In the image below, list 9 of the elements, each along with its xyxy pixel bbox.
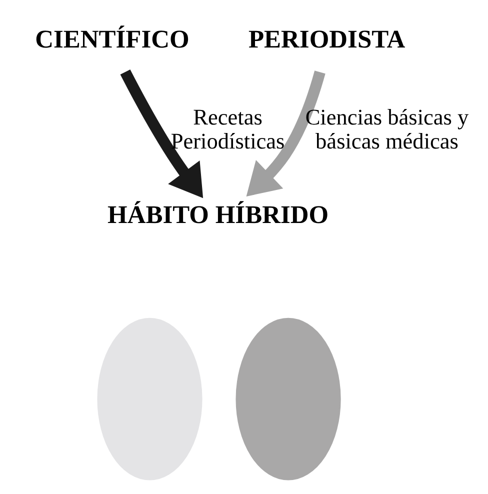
node-text: HÁBITO HÍBRIDO xyxy=(107,200,328,229)
node-ellipse xyxy=(96,318,202,480)
node-ellipse xyxy=(235,318,340,480)
arrow xyxy=(246,70,325,196)
edge-label: Ciencias básicas y básicas médicas xyxy=(304,104,468,154)
arrow xyxy=(120,69,203,198)
node-text: CIENTÍFICO xyxy=(34,24,189,54)
node-text: PERIODISTA xyxy=(248,24,405,54)
edge-label: Recetas Periodísticas xyxy=(170,104,284,154)
